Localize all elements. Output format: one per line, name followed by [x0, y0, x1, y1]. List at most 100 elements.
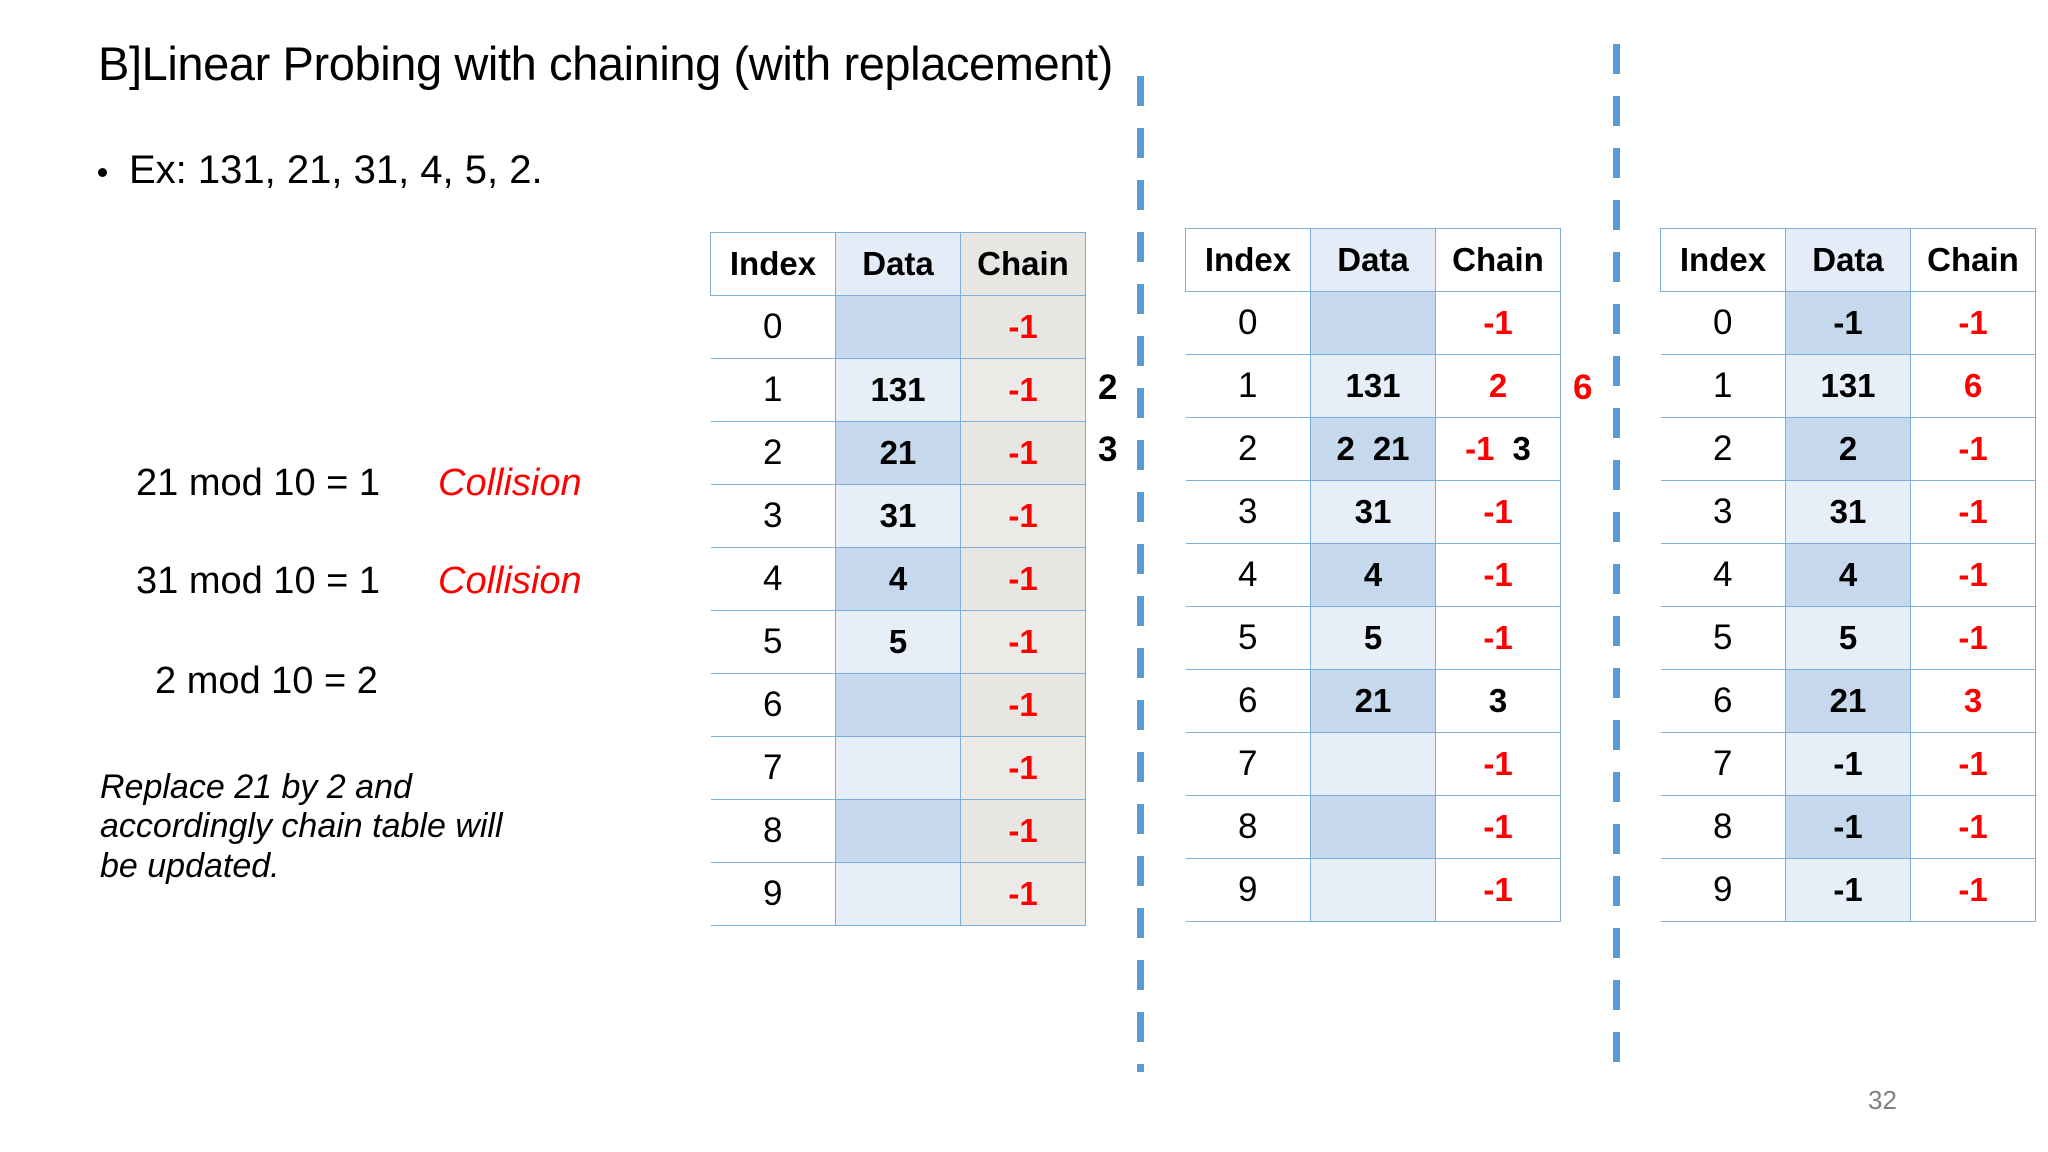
- cell-data: 131: [1310, 354, 1436, 418]
- table-row: 7-1: [710, 736, 1086, 800]
- table-row: 8 -1: [710, 799, 1086, 863]
- cell-index: 5: [710, 610, 836, 674]
- cell-index: 0: [710, 295, 836, 359]
- cell-index: 9: [710, 862, 836, 926]
- cell-index: 1: [1660, 354, 1786, 418]
- cell-index: 3: [1660, 480, 1786, 544]
- cell-data: 5: [1785, 606, 1911, 670]
- cell-chain: -1: [1910, 291, 2036, 355]
- table-row: 8-1-1: [1660, 795, 2036, 859]
- cell-chain: -1: [1435, 543, 1561, 607]
- cell-data: 31: [1310, 480, 1436, 544]
- table-row: 7-1-1: [1660, 732, 2036, 796]
- replace-note-line: accordingly chain table will: [100, 807, 503, 846]
- cell-index: 7: [1660, 732, 1786, 796]
- cell-index: 3: [1185, 480, 1311, 544]
- cell-data: 4: [1310, 543, 1436, 607]
- cell-index: 8: [710, 799, 836, 863]
- cell-chain: -1: [960, 295, 1086, 359]
- cell-chain: -1: [960, 421, 1086, 485]
- cell-data: 21: [835, 421, 961, 485]
- cell-data: [835, 799, 961, 863]
- cell-chain: 3: [1435, 669, 1561, 733]
- cell-index: 9: [1660, 858, 1786, 922]
- cell-chain: -1: [960, 547, 1086, 611]
- collision-label: Collision: [438, 560, 582, 602]
- cell-data: -1: [1785, 732, 1911, 796]
- cell-chain: 3: [1910, 669, 2036, 733]
- cell-data: 4: [1785, 543, 1911, 607]
- column-header-data: Data: [835, 232, 961, 296]
- table-header-row: Index Data Chain: [710, 232, 1086, 296]
- cell-index: 3: [710, 484, 836, 548]
- cell-data: 2: [1785, 417, 1911, 481]
- table-header-row: Index Data Chain: [1185, 228, 1561, 292]
- cell-data: -1: [1785, 291, 1911, 355]
- mod-equation-row: 2 mod 10 = 2: [155, 660, 378, 703]
- cell-chain: -1: [1910, 543, 2036, 607]
- cell-chain: -1: [1435, 795, 1561, 859]
- cell-chain: -1: [960, 799, 1086, 863]
- annotation-probe-2: 2: [1098, 368, 1118, 407]
- cell-chain: -1: [1435, 732, 1561, 796]
- cell-data: [1310, 732, 1436, 796]
- column-header-chain: Chain: [1910, 228, 2036, 292]
- cell-index: 2: [710, 421, 836, 485]
- cell-data: [1310, 795, 1436, 859]
- bullet-item-label: Ex: 131, 21, 31, 4, 5, 2.: [129, 148, 543, 192]
- cell-data: [835, 736, 961, 800]
- page-title: B]Linear Probing with chaining (with rep…: [98, 37, 1113, 90]
- cell-index: 5: [1660, 606, 1786, 670]
- table-header-row: Index Data Chain: [1660, 228, 2036, 292]
- mod-equation-expression: 21 mod 10 = 1: [136, 462, 381, 504]
- table-row: 9-1: [1185, 858, 1561, 922]
- cell-index: 1: [710, 358, 836, 422]
- column-header-chain: Chain: [960, 232, 1086, 296]
- cell-chain: -1: [1910, 858, 2036, 922]
- cell-chain: 2: [1435, 354, 1561, 418]
- cell-chain: -1: [1435, 858, 1561, 922]
- table-row: 6-1: [710, 673, 1086, 737]
- cell-index: 4: [1660, 543, 1786, 607]
- cell-data: [835, 862, 961, 926]
- cell-index: 7: [1185, 732, 1311, 796]
- cell-data: 21: [1785, 669, 1911, 733]
- column-header-chain: Chain: [1435, 228, 1561, 292]
- mod-equation-expression: 31 mod 10 = 1: [136, 560, 381, 602]
- mod-equation-row: 21 mod 10 = 1 Collision: [136, 462, 582, 505]
- cell-index: 6: [1660, 669, 1786, 733]
- column-header-data: Data: [1785, 228, 1911, 292]
- cell-data: -1: [1785, 858, 1911, 922]
- cell-data: [1310, 858, 1436, 922]
- annotation-probe-3: 3: [1098, 430, 1118, 469]
- cell-index: 0: [1660, 291, 1786, 355]
- cell-index: 8: [1185, 795, 1311, 859]
- cell-data: 4: [835, 547, 961, 611]
- dashed-divider-right: [1613, 44, 1620, 1076]
- cell-chain: -1: [1435, 291, 1561, 355]
- cell-data: 31: [1785, 480, 1911, 544]
- cell-index: 6: [1185, 669, 1311, 733]
- cell-chain: -1: [960, 610, 1086, 674]
- cell-index: 5: [1185, 606, 1311, 670]
- cell-data: 131: [1785, 354, 1911, 418]
- cell-chain: -1: [1910, 732, 2036, 796]
- cell-data: -1: [1785, 795, 1911, 859]
- cell-index: 2: [1185, 417, 1311, 481]
- cell-chain: -1: [1435, 606, 1561, 670]
- page-number: 32: [1868, 1085, 1897, 1115]
- table-row: 0 -1: [710, 295, 1086, 359]
- dashed-divider-left: [1137, 76, 1144, 1072]
- cell-chain: -1: [960, 736, 1086, 800]
- column-header-index: Index: [1185, 228, 1311, 292]
